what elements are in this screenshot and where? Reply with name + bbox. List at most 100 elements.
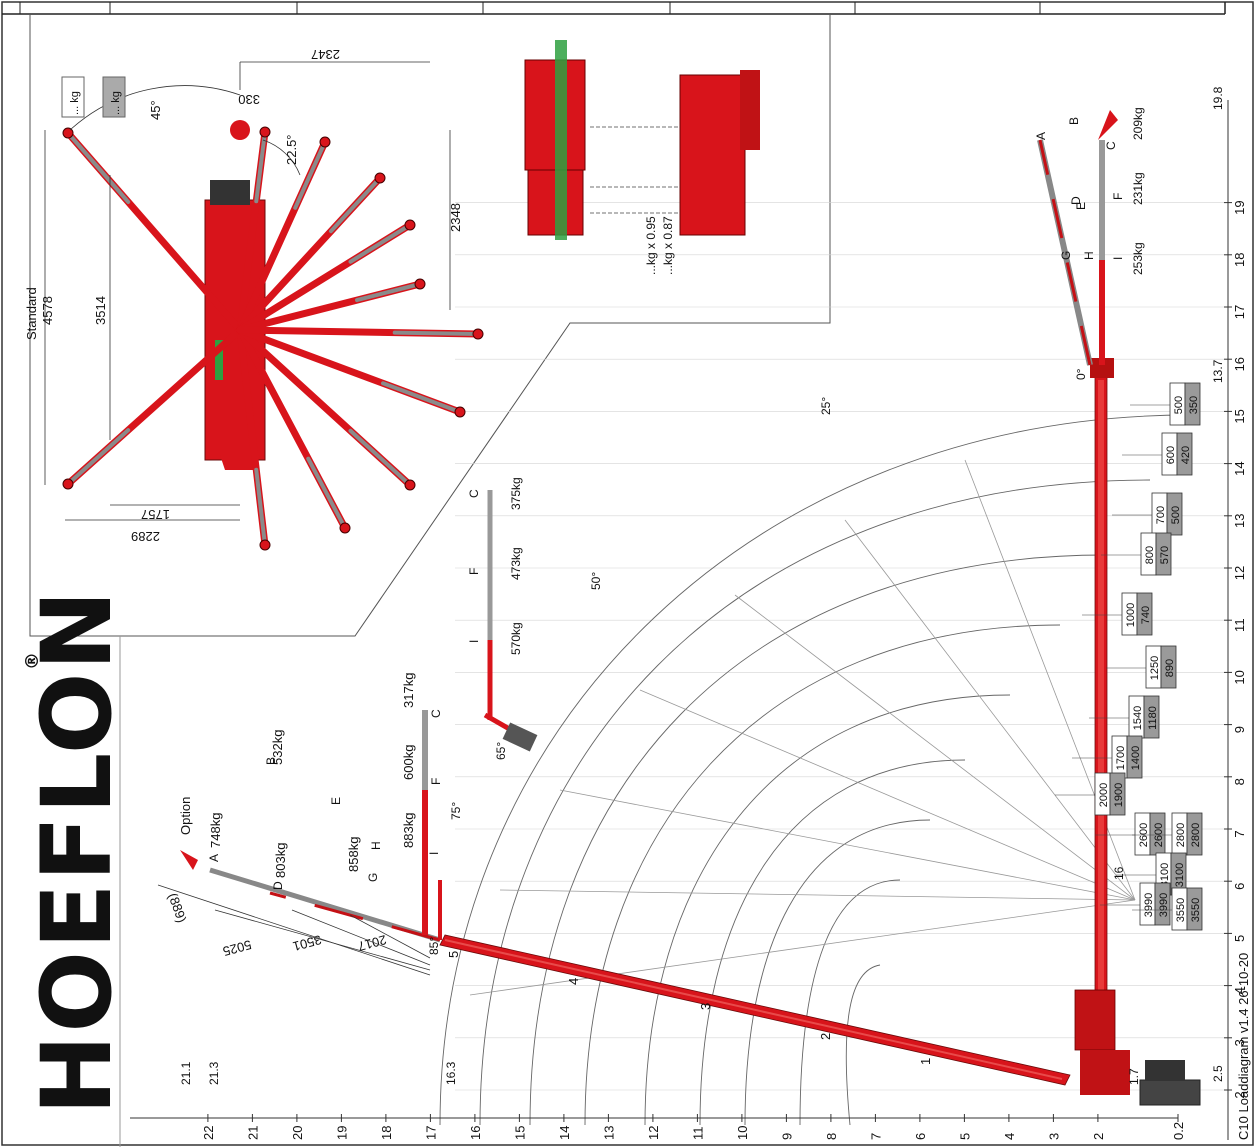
load-value-bottom: 1400 bbox=[1130, 746, 1142, 770]
radius-tick-label: 17 bbox=[1232, 305, 1247, 319]
outrigger-pad bbox=[414, 278, 426, 290]
outrigger-angle: 22.5° bbox=[284, 134, 299, 165]
radius-tick-label: 12 bbox=[1232, 566, 1247, 580]
jib-load-label: 803kg bbox=[273, 843, 288, 878]
outrigger-leg-extension bbox=[254, 467, 267, 547]
jib-point-label: F bbox=[1111, 193, 1125, 200]
boom-horizontal bbox=[1074, 358, 1116, 1063]
radius-tick-label: 7 bbox=[1232, 830, 1247, 837]
chassis-factor: ...kg x 0.87 bbox=[661, 216, 675, 275]
jib-point-label: C bbox=[467, 489, 481, 498]
load-value-bottom: 890 bbox=[1164, 659, 1176, 677]
height-tick-label: 9 bbox=[779, 1133, 794, 1140]
radius-tick-label: 18 bbox=[1232, 253, 1247, 267]
outrigger-leg-extension bbox=[306, 456, 347, 530]
outrigger-legs bbox=[62, 126, 484, 551]
boom-section-number: 5 bbox=[446, 951, 461, 958]
angle-label: 75° bbox=[449, 802, 463, 820]
jib-point-label: E bbox=[329, 797, 343, 805]
load-value-bottom: 3100 bbox=[1174, 863, 1186, 887]
height-tick-label: 2 bbox=[1091, 1133, 1106, 1140]
boom-section-number: 3 bbox=[698, 1003, 713, 1010]
boom-raised bbox=[439, 934, 1201, 1106]
radius-tick-label: 16 bbox=[1232, 357, 1247, 371]
spread-dimension: 2347 bbox=[311, 47, 340, 62]
outrigger-pad bbox=[454, 406, 466, 418]
jib-load-label: 317kg bbox=[401, 673, 416, 708]
outrigger-angle: 45° bbox=[148, 100, 163, 120]
document-id: C10 Loaddiagram v1.4 26-10-20 bbox=[1236, 953, 1251, 1140]
jib-load-label: 532kg bbox=[270, 730, 285, 765]
spread-dimension: 1757 bbox=[141, 507, 170, 522]
load-value-bottom: 3550 bbox=[1190, 898, 1202, 922]
outrigger-pad bbox=[259, 539, 271, 551]
load-value-top: 1000 bbox=[1125, 603, 1137, 627]
jib-point-label: F bbox=[429, 778, 443, 785]
spread-dimension: 2289 bbox=[131, 529, 160, 544]
height-tick-label: 14 bbox=[557, 1126, 572, 1140]
jib-point-label: D bbox=[271, 881, 285, 890]
outrigger-leg-extension bbox=[348, 223, 412, 264]
jib-load-label: 600kg bbox=[401, 745, 416, 780]
outrigger-pad bbox=[374, 172, 386, 184]
jib-dimension: 2017 bbox=[356, 932, 388, 954]
height-tick-label: 18 bbox=[379, 1126, 394, 1140]
load-box-bottom bbox=[1176, 432, 1193, 476]
outrigger-pad bbox=[259, 126, 271, 138]
height-tick-label: 10 bbox=[735, 1126, 750, 1140]
load-value-top: 3990 bbox=[1143, 893, 1155, 917]
load-value-bottom: 1180 bbox=[1147, 706, 1159, 730]
brand-logo: HOEFLON bbox=[21, 588, 133, 1115]
option-label: Option bbox=[178, 797, 193, 835]
load-value-top: 700 bbox=[1155, 506, 1167, 524]
jib-point-label: A bbox=[1034, 132, 1048, 140]
spread-label: Standard bbox=[24, 287, 39, 340]
jib-load-label: 883kg bbox=[401, 813, 416, 848]
outrigger-leg-extension bbox=[381, 381, 462, 414]
outrigger-leg-extension bbox=[293, 140, 327, 210]
load-box-bottom bbox=[1160, 645, 1177, 689]
radius-tick-label: 19 bbox=[1232, 200, 1247, 214]
kg-box-std bbox=[61, 76, 85, 118]
load-value-bottom: 420 bbox=[1180, 446, 1192, 464]
outrigger-dimension-lines bbox=[44, 61, 451, 521]
jib-point-label: I bbox=[467, 640, 481, 643]
height-extra-label: 1.7 bbox=[1127, 1068, 1141, 1085]
radius-extra-label: 19.8 bbox=[1211, 86, 1225, 110]
load-value-bottom: 500 bbox=[1170, 506, 1182, 524]
chassis-side-view bbox=[524, 40, 760, 240]
load-value-top: 1540 bbox=[1132, 706, 1144, 730]
boom-section-number: 16 bbox=[1112, 866, 1126, 880]
jib-load-label: 570kg bbox=[509, 622, 523, 655]
radius-tick-label: 9 bbox=[1232, 726, 1247, 733]
jib-load-label: 231kg bbox=[1131, 172, 1145, 205]
radius-tick-label: 6 bbox=[1232, 883, 1247, 890]
load-value-top: 1700 bbox=[1115, 746, 1127, 770]
height-extra-label: 16.3 bbox=[444, 1061, 458, 1085]
boom-section-number: 2 bbox=[818, 1033, 833, 1040]
outrigger-leg-extension bbox=[355, 282, 422, 303]
radius-tick-label: 15 bbox=[1232, 409, 1247, 423]
height-tick-label: 13 bbox=[601, 1126, 616, 1140]
chassis-factor: ...kg x 0.95 bbox=[644, 216, 658, 275]
title-strip-cells bbox=[19, 2, 1041, 14]
radius-tick-label: 4 bbox=[1232, 987, 1247, 994]
spread-dimension: 3514 bbox=[93, 296, 108, 325]
spread-dimension: 2348 bbox=[448, 203, 463, 232]
outrigger-pad bbox=[62, 127, 74, 139]
spread-dimension: 4578 bbox=[40, 296, 55, 325]
jib-point-label: H bbox=[369, 841, 383, 850]
jib-dimension: 5025 bbox=[221, 937, 253, 959]
height-tick-label: 19 bbox=[334, 1126, 349, 1140]
radius-tick-label: 10 bbox=[1232, 670, 1247, 684]
jib-point-label: G bbox=[1059, 251, 1073, 260]
height-extra-label: 21.3 bbox=[207, 1061, 221, 1085]
radius-tick-label: 11 bbox=[1232, 618, 1247, 632]
height-tick-label: 12 bbox=[646, 1126, 661, 1140]
radius-height-grid bbox=[455, 202, 1225, 1091]
load-value-top: 800 bbox=[1144, 546, 1156, 564]
